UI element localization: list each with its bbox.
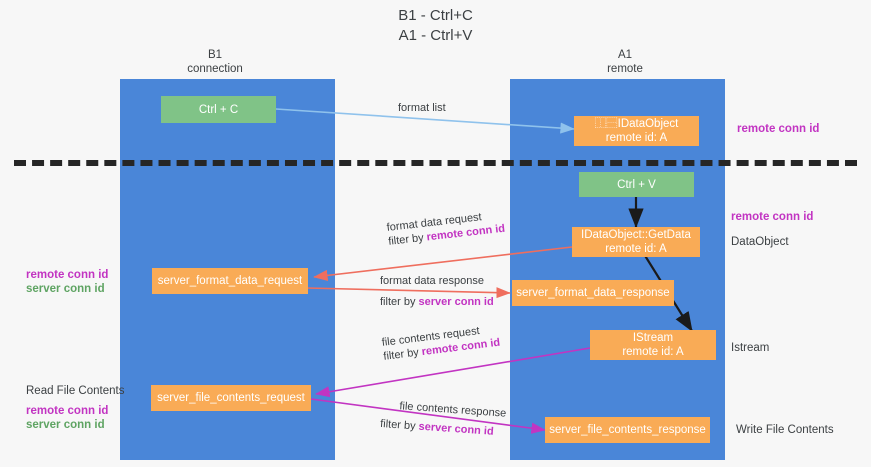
column-header-b1-line1: B1 — [207, 49, 223, 61]
edge-label-format-data-request: format data request filter by remote con… — [386, 208, 506, 249]
column-header-b1: B1 connection — [155, 48, 275, 76]
edge-label-format-data-response-prefix: filter by — [380, 296, 419, 308]
edge-label-file-contents-response-line1: file contents response — [399, 400, 507, 420]
edge-label-file-contents-response-highlight: server conn id — [418, 420, 495, 438]
edge-label-format-data-response-line1: format data response — [380, 275, 484, 287]
annotation-left-server-conn-id-mid: server conn id — [26, 283, 105, 295]
annotation-right-data-object: DataObject — [731, 236, 789, 248]
annotation-right-remote-conn-id-top: remote conn id — [737, 123, 820, 135]
edge-label-format-data-response: format data response filter by server co… — [380, 274, 494, 309]
column-header-b1-line2: connection — [187, 63, 243, 75]
column-header-a1-line1: A1 — [617, 49, 633, 61]
edge-label-file-contents-response-prefix: filter by — [379, 417, 420, 433]
edge-label-file-contents-request-prefix: filter by — [382, 346, 423, 363]
node-server-file-contents-response[interactable]: server_file_contents_response — [545, 417, 710, 443]
edge-label-file-contents-response: file contents response filter by server … — [380, 398, 507, 440]
annotation-right-write-file-contents: Write File Contents — [736, 424, 834, 436]
column-header-a1: A1 remote — [565, 48, 685, 76]
edge-label-format-data-response-line2: filter by server conn id — [380, 295, 494, 309]
annotation-left-read-file-contents: Read File Contents — [26, 385, 125, 397]
edge-label-format-data-request-prefix: filter by — [387, 231, 428, 248]
annotation-left-remote-conn-id-mid: remote conn id — [26, 269, 109, 281]
node-istream[interactable]: IStream remote id: A — [590, 330, 716, 360]
column-header-a1-line2: remote — [607, 63, 643, 75]
annotation-left-server-conn-id-bottom: server conn id — [26, 419, 105, 431]
edge-label-format-list: format list — [398, 102, 446, 114]
node-server-format-data-request[interactable]: server_format_data_request — [152, 268, 308, 294]
node-idataobject-getdata[interactable]: IDataObject::GetData remote id: A — [572, 227, 700, 257]
node-ctrl-c[interactable]: Ctrl + C — [161, 96, 276, 123]
phase-separator — [14, 160, 857, 166]
page-title: B1 - Ctrl+C A1 - Ctrl+V — [398, 7, 473, 44]
annotation-right-istream: Istream — [731, 342, 770, 354]
edge-label-file-contents-response-line2: filter by server conn id — [380, 417, 506, 440]
edge-label-file-contents-request: file contents request filter by remote c… — [381, 322, 501, 364]
annotation-left-remote-conn-id-bottom: remote conn id — [26, 405, 109, 417]
annotation-right-remote-conn-id-mid: remote conn id — [731, 211, 814, 223]
edge-label-format-data-response-highlight: server conn id — [418, 296, 494, 308]
node-server-file-contents-request[interactable]: server_file_contents_request — [151, 385, 311, 411]
node-server-format-data-response[interactable]: server_format_data_response — [512, 280, 674, 306]
node-ctrl-v[interactable]: Ctrl + V — [579, 172, 694, 197]
node-data-object-remote[interactable]: ⿰⿱IDataObject remote id: A — [574, 116, 699, 146]
